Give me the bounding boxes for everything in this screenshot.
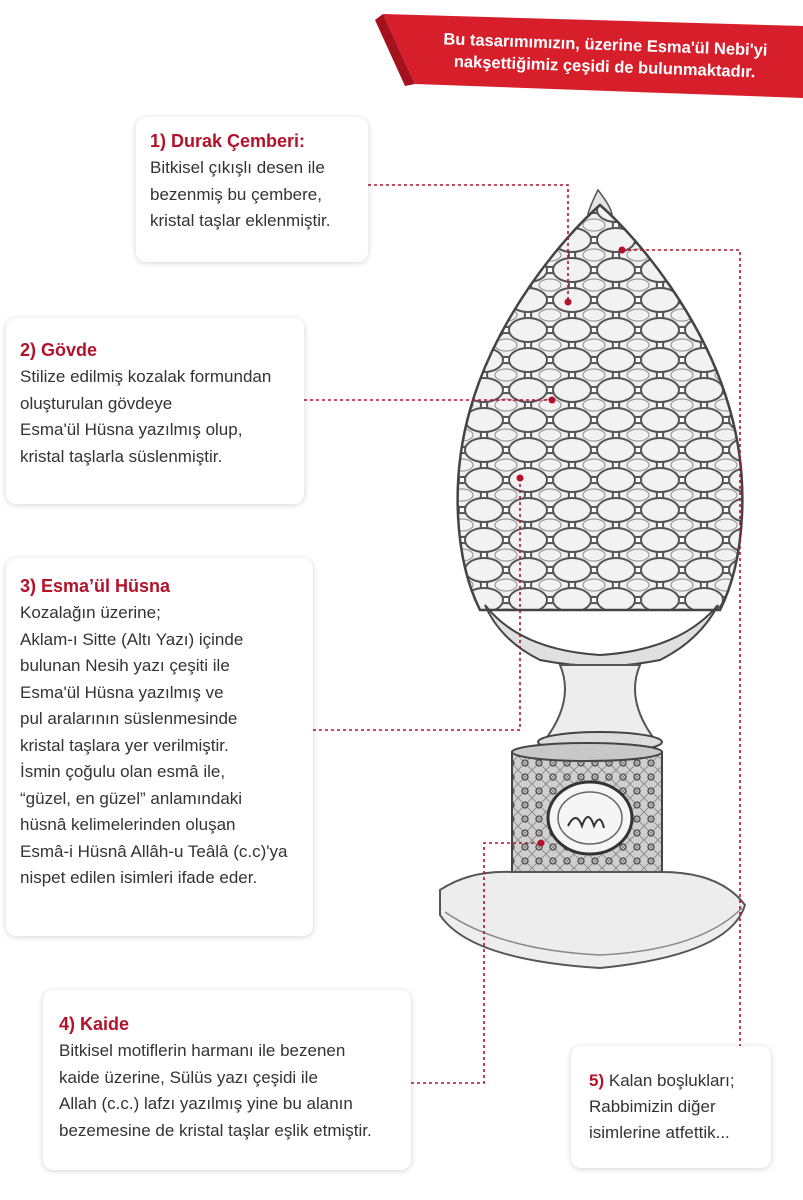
card-number: 5) [589, 1071, 605, 1090]
card-line: kristal taşlarla süslenmiştir. [20, 446, 223, 466]
card-line: Esma'ül Hüsna yazılmış olup, [20, 420, 243, 439]
card-line: Allah (c.c.) lafzı yazılmış yine bu alan… [59, 1094, 353, 1113]
card-line: Aklam-ı Sitte (Altı Yazı) içinde [20, 629, 244, 649]
card-line: Esmâ-i Hüsnâ Allâh-u Teâlâ (c.c)'ya [20, 841, 288, 861]
banner-shape [375, 14, 803, 98]
card-line: Stilize edilmiş kozalak formundan [20, 367, 272, 386]
card-govde: 2) Gövde Stilize edilmiş kozalak formund… [6, 318, 304, 504]
card-body: Bitkisel motiflerin harmanı ile bezenen … [59, 1038, 395, 1144]
top-banner: Bu tasarımımızın, üzerine Esma'ül Nebi'y… [375, 12, 803, 98]
card-line: 5) Kalan boşlukları; [589, 1068, 757, 1094]
card-line: kristal taşlar eklenmiştir. [150, 211, 331, 230]
card-line: nispet edilen isimleri ifade eder. [20, 868, 258, 887]
card-line: “güzel, en güzel” anlamındaki [20, 788, 243, 808]
card-line-text: Kalan boşlukları; [608, 1071, 735, 1090]
card-title: 3) Esma’ül Hüsna [20, 576, 171, 596]
card-line: Bitkisel çıkışlı desen ile [150, 158, 325, 177]
card-title: 1) Durak Çemberi: [150, 131, 306, 151]
card-line: İsmin çoğulu olan esmâ ile, [20, 762, 226, 781]
card-body: 5) Kalan boşlukları; Rabbimizin diğer is… [589, 1068, 757, 1146]
card-kalan-bosluklar: 5) Kalan boşlukları; Rabbimizin diğer is… [571, 1046, 771, 1168]
card-body: Kozalağın üzerine; Aklam-ı Sitte (Altı Y… [20, 600, 299, 892]
card-line: Kozalağın üzerine; [20, 603, 161, 622]
card-line: oluşturulan gövdeye [20, 393, 173, 413]
card-line: bezemesine de kristal taşlar eşlik etmiş… [59, 1120, 372, 1140]
card-line: pul aralarının süslenmesinde [20, 709, 238, 728]
card-body: Stilize edilmiş kozalak formundan oluştu… [20, 364, 290, 470]
card-line: bezenmiş bu çembere, [150, 184, 322, 204]
card-line: kaide üzerine, Sülüs yazı çeşidi ile [59, 1067, 318, 1087]
card-esmaul-husna: 3) Esma’ül Hüsna Kozalağın üzerine; Akla… [6, 558, 313, 936]
card-line: Bitkisel motiflerin harmanı ile bezenen [59, 1041, 346, 1060]
card-line: kristal taşlara yer verilmiştir. [20, 735, 229, 755]
card-line: bulunan Nesih yazı çeşiti ile [20, 656, 230, 675]
card-title: 4) Kaide [59, 1014, 130, 1034]
card-body: Bitkisel çıkışlı desen ile bezenmiş bu ç… [150, 155, 354, 235]
card-line: Rabbimizin diğer [589, 1097, 716, 1116]
card-line: Esma'ül Hüsna yazılmış ve [20, 682, 224, 702]
card-durak-cemberi: 1) Durak Çemberi: Bitkisel çıkışlı desen… [136, 117, 368, 262]
card-line: isimlerine atfettik... [589, 1123, 730, 1142]
card-line: hüsnâ kelimelerinden oluşan [20, 815, 236, 834]
card-kaide: 4) Kaide Bitkisel motiflerin harmanı ile… [43, 990, 411, 1170]
card-title: 2) Gövde [20, 340, 98, 360]
